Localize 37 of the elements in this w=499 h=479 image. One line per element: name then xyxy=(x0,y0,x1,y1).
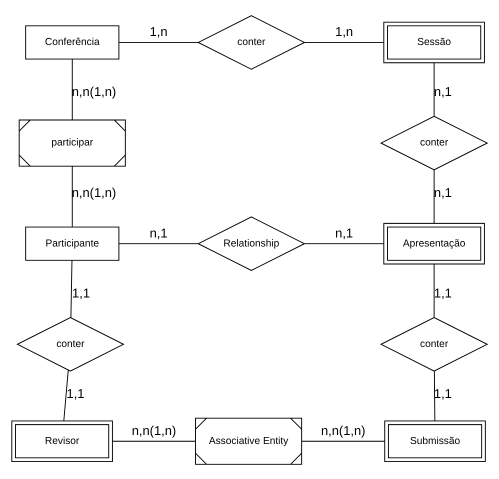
connector xyxy=(434,62,435,116)
connector xyxy=(70,260,72,318)
edge-label: n,n(1,n) xyxy=(132,422,176,438)
edge-label: n,n(1,n) xyxy=(72,84,116,99)
connector xyxy=(434,168,435,224)
edge-label: n,1 xyxy=(150,224,168,240)
node-box: Sessão xyxy=(383,21,485,63)
node-diamond: conter xyxy=(16,316,125,372)
connector xyxy=(304,242,384,244)
edge-label: n,1 xyxy=(335,224,354,240)
edge-label: 1,n xyxy=(335,24,354,39)
connector xyxy=(118,242,199,244)
connector xyxy=(434,263,435,318)
edge-label: 1,1 xyxy=(434,386,452,401)
node-box: Revisor xyxy=(11,420,113,462)
connector xyxy=(72,58,73,120)
node-box: Conferência xyxy=(25,24,120,60)
node-box: Apresentação xyxy=(383,222,485,264)
edge-label: n,n(1,n) xyxy=(72,184,116,200)
edge-label: n,1 xyxy=(434,184,452,200)
connector xyxy=(434,370,436,421)
edge-label: n,1 xyxy=(434,84,452,99)
node-diamond: conter xyxy=(380,316,488,372)
edge-label: n,n(1,n) xyxy=(320,422,366,438)
connector xyxy=(112,440,196,442)
connector xyxy=(72,165,73,227)
node-diamond: conter xyxy=(197,14,306,70)
node-diamond: Relationship xyxy=(197,216,306,270)
edge-label: 1,1 xyxy=(66,386,84,401)
connector xyxy=(301,440,386,442)
connector xyxy=(63,369,69,421)
edge-label: 1,n xyxy=(150,24,168,39)
node-box: Submissão xyxy=(384,420,486,462)
node-box: Participante xyxy=(25,226,120,260)
edge-label: 1,1 xyxy=(72,284,90,300)
node-diamond: conter xyxy=(380,115,488,170)
edge-label: 1,1 xyxy=(434,284,452,300)
